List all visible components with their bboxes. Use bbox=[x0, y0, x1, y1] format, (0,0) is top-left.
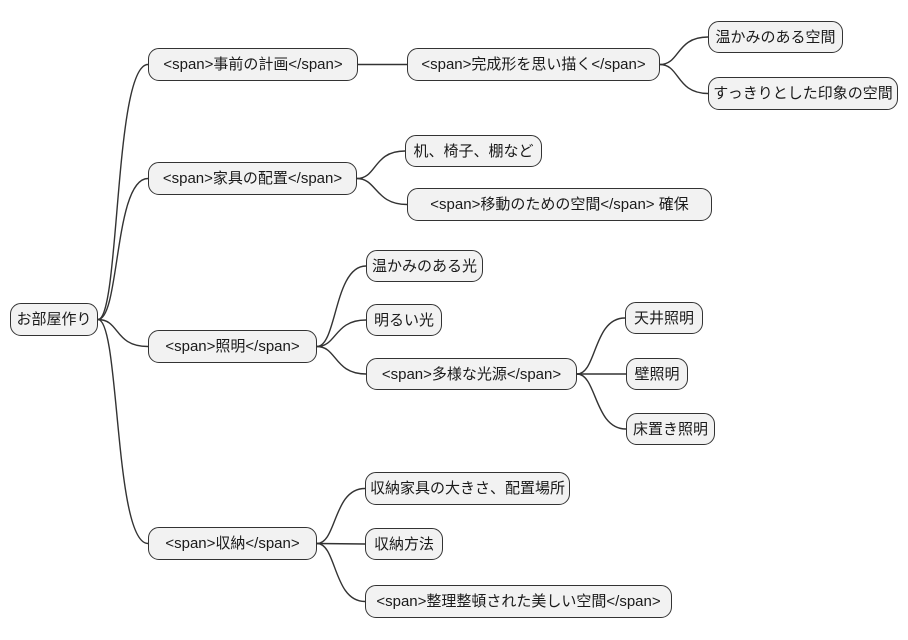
edge-lighting-to-sources bbox=[316, 345, 367, 375]
edge-sources-to-floor bbox=[576, 373, 627, 430]
edge-lighting-to-warm-light bbox=[316, 265, 367, 348]
edge-root-to-lighting bbox=[97, 318, 149, 348]
mindmap-node-wall-light: 壁照明 bbox=[626, 358, 688, 390]
mindmap-node-desk-chair-shelf: 机、椅子、棚など bbox=[405, 135, 542, 167]
mindmap-node-warm-space: 温かみのある空間 bbox=[708, 21, 843, 53]
edge-storage-to-organized bbox=[316, 542, 366, 603]
edge-furniture-to-movement bbox=[356, 177, 408, 206]
mindmap-node-warm-light: 温かみのある光 bbox=[366, 250, 483, 282]
edge-visualize-to-clean-space bbox=[659, 63, 709, 95]
edge-storage-to-size bbox=[316, 487, 366, 545]
mindmap-node-bright-light: 明るい光 bbox=[366, 304, 442, 336]
edge-root-to-furniture bbox=[97, 177, 149, 321]
mindmap-node-storage: <span>収納</span> bbox=[148, 527, 317, 560]
edge-root-to-planning bbox=[97, 63, 149, 321]
mindmap-node-visualize-final-form: <span>完成形を思い描く</span> bbox=[407, 48, 660, 81]
edge-storage-to-method bbox=[316, 542, 366, 545]
mindmap-node-lighting: <span>照明</span> bbox=[148, 330, 317, 363]
mindmap-node-movement-space: <span>移動のための空間</span> 確保 bbox=[407, 188, 712, 221]
mindmap-node-clean-impression-space: すっきりとした印象の空間 bbox=[708, 77, 898, 110]
mindmap-node-advance-planning: <span>事前の計画</span> bbox=[148, 48, 358, 81]
mindmap-node-root: お部屋作り bbox=[10, 303, 98, 336]
mindmap-node-various-light-sources: <span>多様な光源</span> bbox=[366, 358, 577, 390]
mindmap-node-ceiling-light: 天井照明 bbox=[625, 302, 703, 334]
edge-lighting-to-bright-light bbox=[316, 319, 367, 348]
edge-root-to-storage bbox=[97, 318, 149, 545]
mindmap-node-floor-light: 床置き照明 bbox=[626, 413, 715, 445]
mindmap-node-storage-size-placement: 収納家具の大きさ、配置場所 bbox=[365, 472, 570, 505]
mindmap-node-furniture-layout: <span>家具の配置</span> bbox=[148, 162, 357, 195]
mindmap-node-storage-method: 収納方法 bbox=[365, 528, 443, 560]
edge-furniture-to-desk bbox=[356, 150, 406, 180]
edge-visualize-to-warm-space bbox=[659, 36, 709, 66]
mindmap-node-organized-beautiful-space: <span>整理整頓された美しい空間</span> bbox=[365, 585, 672, 618]
edge-sources-to-ceiling bbox=[576, 317, 626, 375]
